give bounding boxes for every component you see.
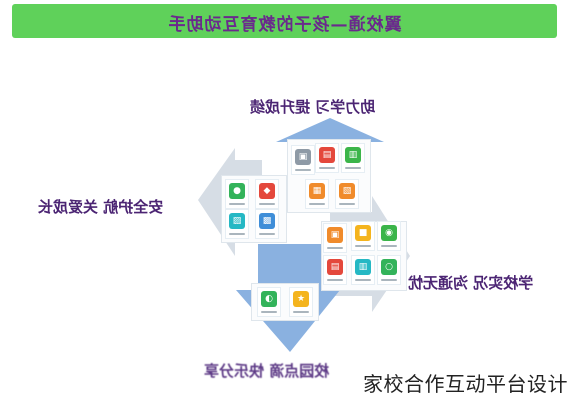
- tile-red-alert[interactable]: ◆: [256, 180, 278, 208]
- book-icon: ▥: [345, 147, 361, 163]
- tile-blue-video[interactable]: ▩: [256, 210, 278, 238]
- title-banner: 翼校通—孩子的教育互动助手: [12, 4, 557, 38]
- label-bottom: 校园点滴 快乐分享: [204, 362, 330, 380]
- tile-grey-app[interactable]: ▣: [292, 146, 314, 174]
- tile-yellow-star[interactable]: ★: [290, 288, 312, 316]
- star-icon: ★: [293, 291, 309, 307]
- app-icon: ▣: [295, 149, 311, 165]
- tile-green-chat[interactable]: ◉: [378, 222, 400, 250]
- chart-icon: ▧: [339, 183, 355, 199]
- tile-teal-class[interactable]: ▥: [352, 256, 374, 284]
- tile-red-news[interactable]: ▤: [316, 144, 338, 172]
- photo-icon: ▨: [229, 213, 245, 229]
- score-icon: ▤: [327, 259, 343, 275]
- tile-orange-chart[interactable]: ▧: [336, 180, 358, 208]
- homework-icon: ▣: [327, 227, 343, 243]
- share-icon: ◐: [261, 291, 277, 307]
- tile-green-book[interactable]: ▥: [342, 144, 364, 172]
- alert-icon: ◆: [259, 183, 275, 199]
- tile-green-share[interactable]: ◐: [258, 288, 280, 316]
- video-icon: ▩: [259, 213, 275, 229]
- notice-icon: ■: [355, 225, 371, 241]
- class-icon: ▥: [355, 259, 371, 275]
- tile-orange-homework[interactable]: ▣: [324, 224, 346, 252]
- circle-icon: ○: [381, 259, 397, 275]
- tile-orange-calendar[interactable]: ▦: [306, 180, 328, 208]
- news-icon: ▤: [319, 147, 335, 163]
- footer-caption: 家校合作互动平台设计: [363, 372, 568, 396]
- chat-icon: ◉: [381, 225, 397, 241]
- tile-teal-photo[interactable]: ▨: [226, 210, 248, 238]
- label-top: 助力学习 提升成绩: [250, 98, 376, 116]
- tile-red-score[interactable]: ▤: [324, 256, 346, 284]
- calendar-icon: ▦: [309, 183, 325, 199]
- tile-yellow-notice[interactable]: ■: [352, 222, 374, 250]
- user-icon: ●: [229, 183, 245, 199]
- tile-green-circle[interactable]: ○: [378, 256, 400, 284]
- tile-green-user[interactable]: ●: [226, 180, 248, 208]
- label-left: 安全护航 关爱成长: [38, 198, 164, 216]
- label-right: 学校实况 沟通无忧: [408, 274, 534, 292]
